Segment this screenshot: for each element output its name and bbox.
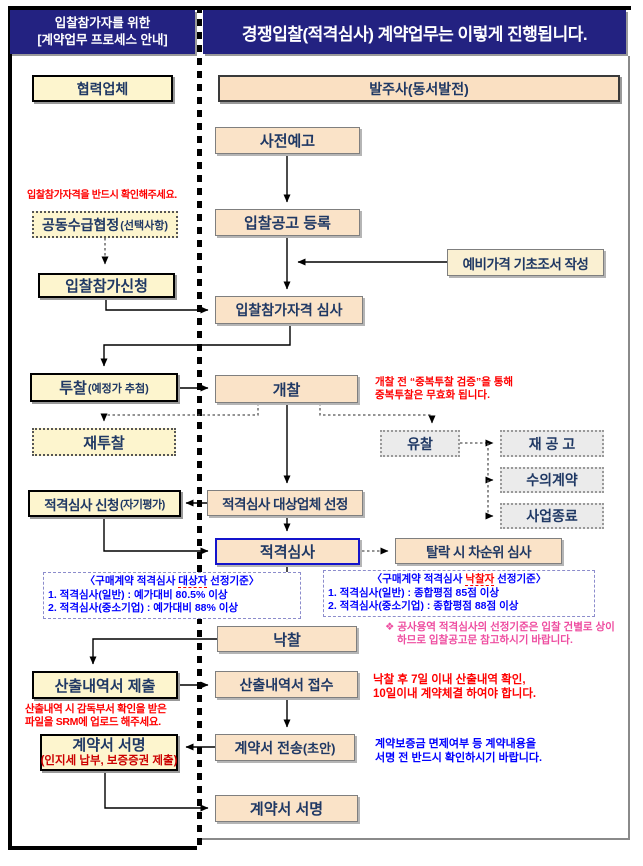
flow-box-qualification-screening: 적격심사 [215,538,360,565]
flow-box-contract-send-draft: 계약서 전송(초안) [215,734,355,761]
criteria-winner-line2: 2. 적격심사(중소기업) : 종합평점 88점 이상 [328,600,590,614]
header-subtitle-box: 입찰참가자를 위한 [계약업무 프로세스 안내] [10,10,195,54]
joint-agreement-sub: (선택사항) [120,219,169,232]
note-award-deadline: 낙찰 후 7일 이내 산출내역 확인, 10일이내 계약체결 하여야 합니다. [373,673,536,702]
screening-request-sub: (자기평가) [119,498,165,511]
criteria-box-winner: 〈구매계약 적격심사 낙찰자 선정기준〉 1. 적격심사(일반) : 종합평점 … [323,570,595,617]
column-divider-dashed-line [197,6,202,850]
contract-sign-sub: (인지세 납부, 보증증권 제출) [40,754,178,767]
flow-box-base-price-report: 예비가격 기초조서 작성 [447,249,604,276]
outer-left-border [8,6,12,850]
note-contract-check: 계약보증금 면제여부 등 계약내용을 서명 전 반드시 확인하시기 바랍니다. [375,738,542,766]
flow-box-notice-register: 입찰공고 등록 [215,209,360,236]
contract-send-label: 계약서 전송 [234,739,303,756]
flow-box-screening-request: 적격심사 신청(자기평가) [28,490,181,517]
criteria-target-line2: 2. 적격심사(중소기업) : 예가대비 88% 이상 [48,602,239,615]
criteria-target-highlight: 대상자 [178,575,208,588]
outer-top-border [8,6,631,10]
flow-box-statement-submit: 산출내역서 제출 [32,671,178,699]
criteria-winner-line1-pre: 1. 적격심사(일반) : 종합평점 [328,586,456,599]
criteria-winner-line1-bold: 85점 이상 [455,586,500,599]
flow-box-screening-target-selection: 적격심사 대상업체 선정 [207,490,363,516]
note-construction-line1: ❖ 공사용역 적격심사의 선정기준은 입찰 건별로 상이 [385,621,615,633]
flow-box-runner-up-screening: 탈락 시 차순위 심사 [395,538,562,564]
flow-box-contract-sign-owner: 계약서 서명 [215,795,358,822]
flow-box-bid-submission: 투찰(예정가 추첨) [30,373,178,402]
criteria-winner-line2-pre: 2. 적격심사(중소기업) : 종합평점 [328,600,475,613]
criteria-target-suffix: 선정기준〉 [207,575,260,587]
criteria-winner-line2-bold: 88점 이상 [474,600,519,613]
page-title: 경쟁입찰(적격심사) 계약업무는 이렇게 진행됩니다. [203,10,626,54]
note-award-line2: 10일이내 계약체결 하여야 합니다. [373,688,537,701]
note-check-qualification: 입찰참가자격을 반드시 확인해주세요. [27,190,177,201]
header-subtitle-line2: [계약업무 프로세스 안내] [37,33,168,47]
note-duplicate-line2: 중복투찰은 무효화 됩니다. [375,389,491,402]
note-contract-line1: 계약보증금 면제여부 등 계약내용을 [375,738,536,750]
criteria-winner-title: 〈구매계약 적격심사 낙찰자 선정기준〉 [328,573,590,587]
flow-box-failed-bid: 유찰 [380,430,460,457]
flow-box-contract-sign-partner: 계약서 서명 (인지세 납부, 보증증권 제출) [40,734,178,771]
flow-box-award: 낙찰 [217,626,357,652]
owner-column-header: 발주사(동서발전) [218,75,620,102]
flow-box-bid-qualification-screening: 입찰참가자격 심사 [215,296,363,324]
criteria-winner-highlight: 낙찰자 [465,573,495,586]
criteria-winner-suffix: 선정기준〉 [494,573,547,585]
partner-column-header: 협력업체 [32,75,173,102]
screening-request-label: 적격심사 신청 [44,497,119,513]
criteria-winner-prefix: 〈구매계약 적격심사 [371,573,466,585]
flow-box-bid-opening: 개찰 [215,375,358,403]
header-subtitle-line1: 입찰참가자를 위한 [54,16,151,31]
criteria-target-prefix: 〈구매계약 적격심사 [84,575,179,587]
flow-box-joint-supply-agreement: 공동수급협정(선택사항) [32,211,178,238]
note-contract-line2: 서명 전 반드시 확인하시기 바랍니다. [375,751,543,764]
bid-submission-sub: (예정가 추첨) [87,382,149,395]
flow-box-bid-application: 입찰참가신청 [38,273,175,298]
note-duplicate-line1: 개찰 전 “중복투찰 검증”을 통해 [375,376,514,388]
contract-sign-label: 계약서 서명 [72,736,146,754]
flow-box-statement-receive: 산출내역서 접수 [215,671,358,698]
note-construction-line2: 하므로 입찰공고문 참고하시기 바랍니다. [397,634,573,647]
note-srm-line1: 산출내역 시 감독부서 확인을 받은 [25,703,167,715]
owner-column-frame [200,56,630,840]
criteria-target-title: 〈구매계약 적격심사 대상자 선정기준〉 [48,575,296,589]
criteria-box-target: 〈구매계약 적격심사 대상자 선정기준〉 1. 적격심사(일반) : 예가대비 … [43,572,301,619]
note-award-line1: 낙찰 후 7일 이내 산출내역 확인, [373,674,526,686]
note-duplicate-bid: 개찰 전 “중복투찰 검증”을 통해 중복투찰은 무효화 됩니다. [375,376,513,402]
flow-box-advance-notice: 사전예고 [215,127,360,154]
flow-box-re-announcement: 재 공 고 [500,430,604,457]
contract-send-sub: (초안) [302,741,336,756]
outer-bottom-border [8,846,200,850]
flow-box-business-closure: 사업종료 [500,503,604,529]
note-srm-upload: 산출내역 시 감독부서 확인을 받은 파일을 SRM에 업로드 해주세요. [25,703,167,729]
joint-agreement-label: 공동수급협정 [41,216,120,233]
note-construction-criteria: ❖ 공사용역 적격심사의 선정기준은 입찰 건별로 상이 하므로 입찰공고문 참… [385,621,615,647]
criteria-target-line1: 1. 적격심사(일반) : 예가대비 80.5% 이상 [48,588,228,601]
bid-submission-label: 투찰 [59,380,87,397]
note-srm-line2: 파일을 SRM에 업로드 해주세요. [25,716,161,729]
flow-box-negotiated-contract: 수의계약 [500,467,604,493]
criteria-winner-line1: 1. 적격심사(일반) : 종합평점 85점 이상 [328,587,590,601]
flow-box-rebid: 재투찰 [32,428,176,456]
